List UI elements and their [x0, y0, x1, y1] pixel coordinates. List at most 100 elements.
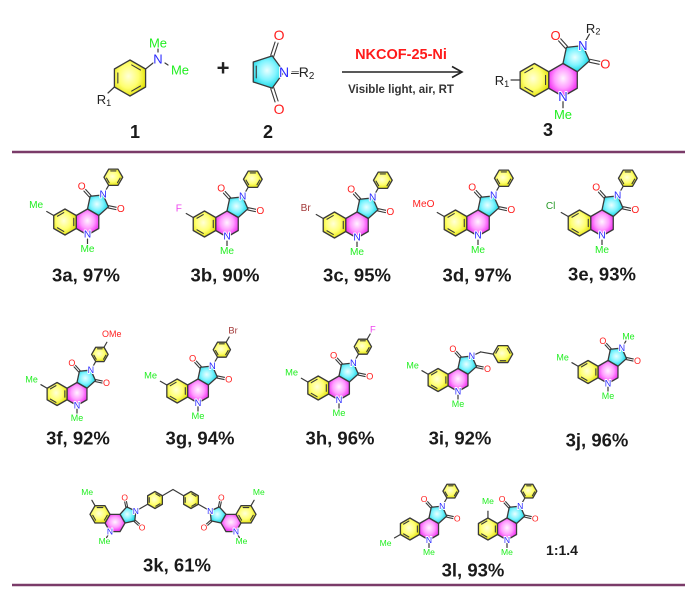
imide-nitrogen-label: N	[369, 192, 376, 203]
oxygen-atom-label: O	[468, 182, 476, 193]
carbonyl-double-bond	[216, 375, 226, 379]
n-methyl-bond	[164, 62, 169, 66]
amine-nitrogen-label: N	[336, 395, 343, 405]
aromatic-double-bond	[571, 213, 579, 218]
aromatic-double-bond	[356, 346, 360, 353]
substituent-bond	[40, 384, 48, 389]
r1-substituent-label: Br	[301, 203, 312, 214]
carbonyl-double-bond	[557, 40, 566, 49]
n-aryl-ring	[90, 346, 109, 363]
product-3l-isomer-1	[393, 483, 460, 549]
substituent-bond	[300, 377, 309, 383]
n-methyl-bond	[105, 533, 110, 539]
methylene-bond	[172, 488, 185, 497]
aromatic-double-bond	[507, 178, 512, 185]
r1-substituent-label: Me	[380, 538, 392, 548]
r2-bond	[585, 33, 591, 41]
oxygen-atom-label: O	[631, 205, 639, 216]
benzene-ring	[399, 517, 421, 541]
aromatic-double-bond	[131, 64, 142, 71]
substituent-bond	[250, 499, 255, 507]
compound-label-3c: 3c, 95%	[323, 265, 391, 286]
carbonyl-double-bond	[222, 192, 230, 200]
oxygen-atom-label: O	[454, 513, 461, 523]
n-methyl-label: Me	[554, 107, 572, 122]
oxygen-atom-label: O	[347, 184, 355, 195]
n-aryl-bond	[521, 497, 526, 504]
r1-substituent-label: Me	[29, 200, 43, 211]
aromatic-double-bond	[447, 228, 455, 233]
compound-label-3g: 3g, 94%	[166, 428, 235, 449]
amine-nitrogen-label: N	[605, 379, 611, 389]
oxygen-atom-label: O	[121, 492, 128, 502]
n-methyl-label: Me	[99, 536, 111, 546]
compound-label-3l: 3l, 93%	[442, 560, 505, 581]
compound-label-3e: 3e, 93%	[568, 264, 636, 285]
para-substituent-label: Br	[228, 325, 237, 335]
aromatic-double-bond	[103, 514, 108, 521]
substituent-bond	[571, 362, 579, 367]
imide-nitrogen-label: N	[517, 501, 523, 511]
imide-nitrogen-label: N	[469, 351, 475, 361]
r1-substituent-label: Me	[406, 360, 418, 370]
carbonyl-double-bond	[622, 206, 632, 209]
para-substituent-bond	[366, 333, 371, 340]
aromatic-double-bond	[447, 213, 455, 218]
oxygen-atom-label: O	[532, 513, 539, 523]
n-aryl-bond	[92, 360, 97, 368]
oxygen-atom-label: O	[507, 205, 515, 216]
product-3k-linker	[138, 488, 208, 510]
compound-label-3b: 3b, 90%	[191, 265, 260, 286]
oxygen-atom-label: O	[592, 182, 600, 193]
carbonyl-double-bond	[425, 502, 432, 509]
reactant-2-maleimide: OON–R22	[252, 26, 315, 143]
r2-label: R2	[586, 20, 600, 36]
aromatic-double-bond	[56, 227, 65, 232]
r2-label-symbol: R	[586, 20, 595, 35]
carbonyl-double-bond	[206, 521, 213, 527]
amine-nitrogen-label: N	[504, 535, 510, 545]
aromatic-double-bond	[481, 533, 488, 538]
r1-substituent-label: Me	[25, 374, 37, 384]
n-methyl-imide-bond	[623, 340, 627, 345]
amine-nitrogen-label: N	[74, 401, 80, 411]
oxygen-atom-label: O	[499, 494, 506, 504]
aromatic-double-bond	[93, 354, 97, 360]
oxygen-atom-label: O	[600, 57, 610, 72]
n-methyl-label: Me	[236, 536, 248, 546]
carbonyl-double-bond	[626, 356, 635, 360]
compound-label-3k: 3k, 61%	[143, 555, 211, 576]
carbonyl-double-bond	[352, 193, 360, 201]
benzene-ring	[235, 505, 257, 524]
carbonyl-double-bond	[625, 359, 634, 362]
carbonyl-double-bond	[604, 344, 611, 351]
carbonyl-double-bond	[426, 500, 433, 508]
carbonyl-double-bond	[85, 188, 92, 197]
aromatic-double-bond	[326, 215, 334, 220]
para-substituent-bond	[103, 341, 108, 348]
aromatic-double-bond	[102, 354, 107, 360]
n-phenyl-ring	[617, 169, 638, 188]
amine-nitrogen-label: N	[233, 527, 239, 537]
oxygen-atom-label: O	[449, 344, 456, 354]
carbonyl-double-bond	[446, 514, 455, 518]
carbonyl-double-bond	[216, 377, 225, 381]
oxygen-atom-label: O	[139, 522, 146, 532]
carbonyl-double-bond	[205, 519, 212, 525]
carbonyl-double-bond	[455, 350, 462, 358]
n-methyl-label: Me	[452, 399, 464, 409]
n-aryl-ring	[353, 338, 373, 355]
r1-label: R1	[495, 73, 509, 89]
substituent-bond	[159, 380, 168, 386]
r1-label-subscript: 1	[504, 79, 509, 89]
aromatic-double-bond	[249, 514, 254, 521]
n-phenyl-ring	[372, 171, 393, 190]
carbonyl-double-bond	[194, 361, 201, 369]
aromatic-double-bond	[506, 347, 511, 354]
imide-nitrogen-label: N	[279, 64, 289, 80]
